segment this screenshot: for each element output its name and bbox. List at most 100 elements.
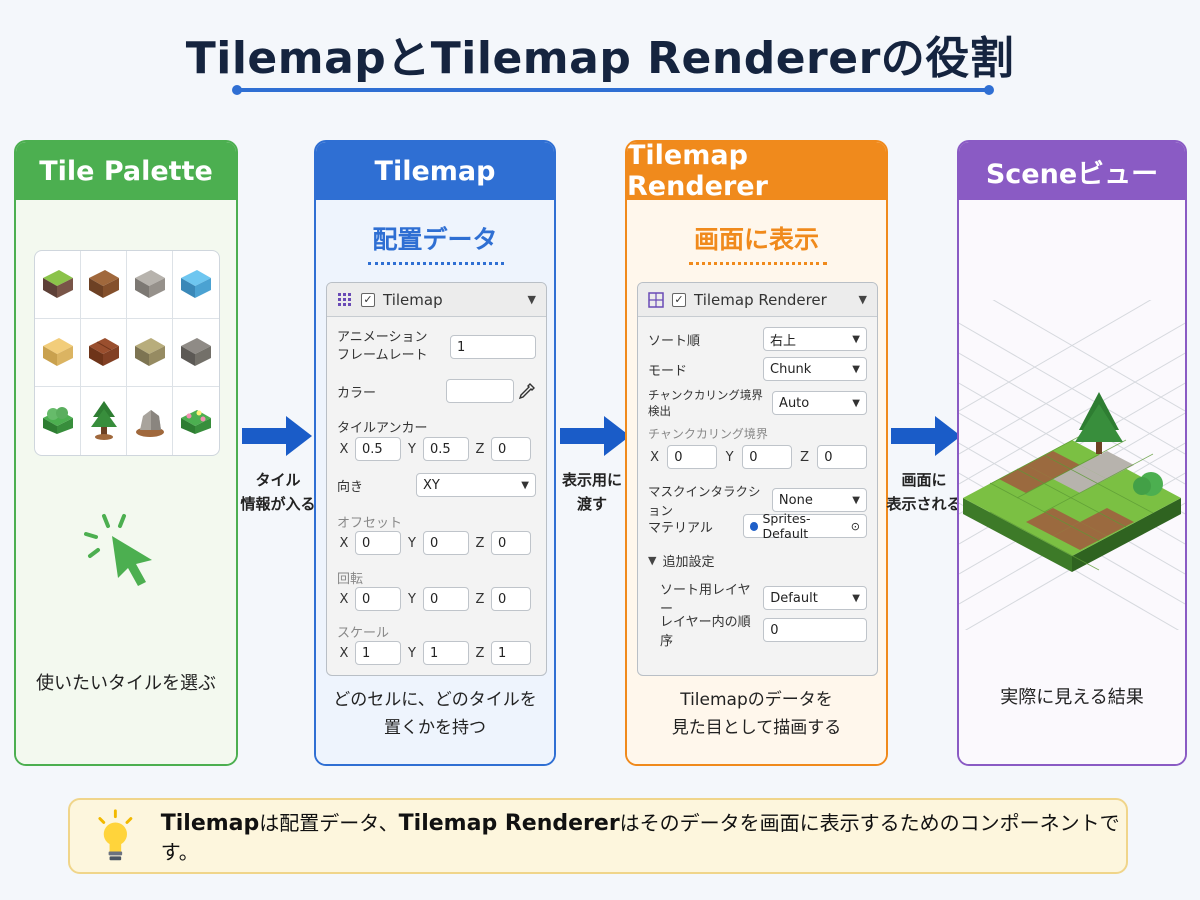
arrow-label-3: 画面に表示される: [886, 471, 962, 513]
tile-brick[interactable]: [81, 319, 127, 387]
object-picker-icon[interactable]: ⊙: [850, 519, 860, 533]
rotation-z-field[interactable]: 0: [491, 587, 531, 611]
offset-label: オフセット: [337, 516, 403, 531]
lightbulb-icon: [98, 809, 133, 861]
scale-label: スケール: [337, 626, 390, 641]
mask-interaction-select[interactable]: None▼: [771, 488, 867, 512]
collapse-icon[interactable]: ▼: [858, 293, 867, 306]
scene-view-panel: Sceneビュー 実際に見え: [957, 140, 1187, 766]
tile-moss-stone[interactable]: [127, 319, 173, 387]
component-name: Tilemap Renderer: [694, 290, 827, 309]
tilemap-renderer-icon: [648, 291, 664, 308]
scale-x-field[interactable]: 1: [355, 641, 401, 665]
mask-interaction-label: マスクインタラクション: [648, 484, 761, 518]
renderer-caption: Tilemapのデータを見た目として描画する: [671, 690, 842, 738]
tilemap-subtitle: 配置データ: [372, 225, 498, 254]
expand-triangle-icon[interactable]: ▼: [648, 554, 657, 567]
inspector-header: ✓ Tilemap ▼: [327, 283, 546, 317]
tile-palette-panel: Tile Palette 使いたいタイルを選ぶ: [14, 140, 238, 766]
tilemap-caption: どのセルに、どのタイルを置くかを持つ: [333, 690, 537, 738]
rotation-x-field[interactable]: 0: [355, 587, 401, 611]
bounds-z-field[interactable]: 0: [817, 445, 867, 469]
material-label: マテリアル: [648, 520, 713, 536]
mode-select[interactable]: Chunk▼: [763, 357, 867, 381]
scale-y-field[interactable]: 1: [423, 641, 469, 665]
sort-order-select[interactable]: 右上▼: [763, 327, 867, 351]
material-field[interactable]: Sprites-Default ⊙: [743, 511, 867, 541]
offset-z-field[interactable]: 0: [491, 531, 531, 555]
offset-y-field[interactable]: 0: [423, 531, 469, 555]
tile-dark-stone[interactable]: [173, 319, 219, 387]
tilemap-renderer-panel: Tilemap Renderer 画面に表示 ✓ Tilemap Rendere…: [625, 140, 888, 766]
arrow-label-2: 表示用に渡す: [561, 471, 622, 513]
tile-palette-header: Tile Palette: [16, 142, 236, 200]
scale-z-field[interactable]: 1: [491, 641, 531, 665]
eyedropper-icon[interactable]: [518, 382, 536, 400]
extra-settings-label: 追加設定: [662, 555, 715, 570]
page-title: TilemapとTilemap Rendererの役割: [185, 33, 1015, 84]
scene-view-header: Sceneビュー: [959, 142, 1185, 200]
note-text: Tilemapは配置データ、Tilemap Rendererはそのデータを画面に…: [160, 811, 1120, 864]
isometric-scene: [959, 300, 1185, 630]
orientation-select[interactable]: XY▼: [416, 473, 536, 497]
cursor-click-icon: [84, 514, 152, 586]
culling-bounds-label: チャンクカリング境界: [648, 427, 768, 441]
grid-icon: [338, 292, 351, 306]
bounds-x-field[interactable]: 0: [667, 445, 717, 469]
tile-bush[interactable]: [35, 387, 81, 455]
tilemap-inspector: ✓ Tilemap ▼ アニメーションフレームレート 1 カラー タイルアンカー…: [326, 282, 547, 676]
rotation-y-field[interactable]: 0: [423, 587, 469, 611]
tilemap-panel: Tilemap 配置データ ✓ Tilemap ▼ アニメーションフレームレート…: [314, 140, 556, 766]
renderer-subtitle: 画面に表示: [693, 225, 819, 254]
arrow-right-icon: [560, 416, 630, 456]
sorting-layer-label: ソート用レイヤー: [660, 583, 751, 617]
tile-grass[interactable]: [35, 251, 81, 319]
tile-water[interactable]: [173, 251, 219, 319]
tilemap-header: Tilemap: [316, 142, 554, 200]
enabled-checkbox[interactable]: ✓: [361, 292, 375, 307]
arrow-label-1: タイル情報が入る: [240, 471, 316, 513]
offset-x-field[interactable]: 0: [355, 531, 401, 555]
culling-detect-select[interactable]: Auto▼: [772, 391, 867, 415]
arrow-right-icon: [891, 416, 961, 456]
color-label: カラー: [337, 385, 377, 401]
tile-flower-bush[interactable]: [173, 387, 219, 455]
order-in-layer-field[interactable]: 0: [763, 618, 867, 642]
anim-framerate-label: アニメーションフレームレート: [337, 330, 428, 363]
orientation-label: 向き: [337, 479, 364, 495]
sorting-layer-select[interactable]: Default▼: [763, 586, 867, 610]
tile-sand[interactable]: [35, 319, 81, 387]
tile-rock[interactable]: [127, 387, 173, 455]
inspector-header: ✓ Tilemap Renderer ▼: [638, 283, 877, 317]
component-name: Tilemap: [383, 290, 443, 309]
rotation-label: 回転: [337, 572, 364, 587]
anchor-x-field[interactable]: 0.5: [355, 437, 401, 461]
dotted-divider: [689, 262, 827, 265]
order-in-layer-label: レイヤー内の順序: [660, 615, 751, 649]
mode-label: モード: [648, 363, 688, 379]
title-underline: [232, 85, 994, 95]
tile-dirt[interactable]: [81, 251, 127, 319]
material-dot-icon: [750, 521, 759, 531]
anchor-z-field[interactable]: 0: [491, 437, 531, 461]
tile-tree[interactable]: [81, 387, 127, 455]
tile-grid: [34, 250, 220, 456]
palette-caption: 使いたいタイルを選ぶ: [36, 673, 216, 694]
color-field[interactable]: [446, 379, 514, 403]
note-bar: Tilemapは配置データ、Tilemap Rendererはそのデータを画面に…: [68, 798, 1128, 874]
culling-detect-label: チャンクカリング境界検出: [648, 388, 763, 418]
tile-stone[interactable]: [127, 251, 173, 319]
sort-order-label: ソート順: [648, 333, 701, 349]
scene-caption: 実際に見える結果: [1000, 687, 1144, 708]
tilemap-renderer-header: Tilemap Renderer: [627, 142, 886, 202]
anim-framerate-field[interactable]: 1: [450, 335, 536, 359]
enabled-checkbox[interactable]: ✓: [672, 292, 686, 307]
collapse-icon[interactable]: ▼: [527, 293, 536, 306]
anchor-y-field[interactable]: 0.5: [423, 437, 469, 461]
tile-anchor-label: タイルアンカー: [337, 421, 428, 436]
bounds-y-field[interactable]: 0: [742, 445, 792, 469]
